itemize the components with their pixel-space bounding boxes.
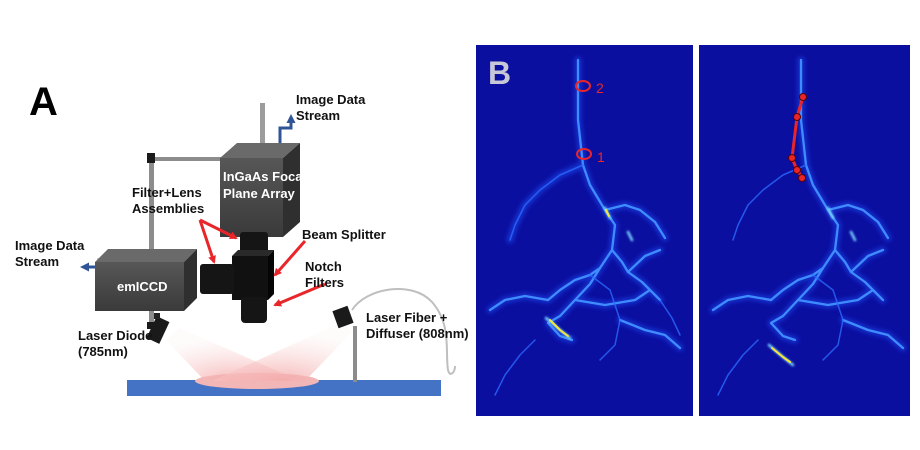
notch-filter-tube (241, 297, 267, 323)
image-data-stream-left-label: Image Data Stream (15, 238, 85, 269)
laser-fiber-label: Laser Fiber + Diffuser (808nm) (366, 310, 469, 341)
arrow-beam-splitter (273, 240, 307, 277)
beam-splitter-top (232, 250, 274, 256)
tracking-points (788, 93, 807, 182)
panel-b (476, 45, 910, 416)
panel-a-letter: A (29, 80, 58, 124)
filter-lens-label: Filter+Lens Assemblies (132, 185, 205, 216)
roi-2-label: 2 (596, 80, 604, 96)
tracking-point (793, 166, 801, 174)
ingaas-camera-side (283, 143, 300, 237)
arrow-filter-lens-1 (199, 218, 238, 240)
ingaas-camera-label: InGaAs Focal Plane Array (223, 169, 307, 201)
clamp-top (147, 153, 155, 163)
tracking-point (793, 113, 801, 121)
laser-beam-right (212, 322, 352, 381)
vessel-network-left (486, 56, 684, 396)
laser-fiber-diffuser (332, 288, 456, 375)
tracking-point (788, 154, 796, 162)
tracking-point (799, 93, 807, 101)
laser-diode-label: Laser Diode (785nm) (78, 328, 153, 359)
support-post-left (149, 158, 154, 324)
support-post-top (260, 103, 265, 148)
ingaas-camera (220, 158, 283, 237)
data-stream-arrow-top (278, 114, 296, 150)
ingaas-camera-top (220, 143, 300, 158)
emiccd-camera-top (95, 249, 197, 262)
filter-lens-horizontal (200, 264, 234, 294)
notch-filters-label: Notch Filters (305, 259, 345, 290)
arrow-notch-filters (273, 282, 326, 307)
beam-splitter-label: Beam Splitter (302, 227, 386, 242)
emiccd-camera-side (184, 249, 197, 311)
support-bar-top (149, 157, 269, 161)
clamp-bottom (147, 322, 156, 329)
tracking-point (798, 174, 806, 182)
roi-1-label: 1 (597, 149, 605, 165)
image-data-stream-top-label: Image Data Stream (296, 92, 366, 123)
vessel-network-right (709, 56, 907, 396)
roi-2-marker (575, 80, 591, 92)
emiccd-camera-label: emICCD (117, 279, 168, 294)
roi-1-marker (576, 148, 592, 160)
emiccd-camera (95, 262, 184, 311)
panel-b-letter: B (488, 55, 512, 91)
beam-splitter-side (268, 250, 274, 300)
beam-splitter (232, 256, 268, 300)
panel-a (80, 103, 456, 396)
support-post-right (353, 326, 357, 382)
laser-diode (146, 313, 170, 344)
arrow-filter-lens-2 (198, 219, 216, 264)
